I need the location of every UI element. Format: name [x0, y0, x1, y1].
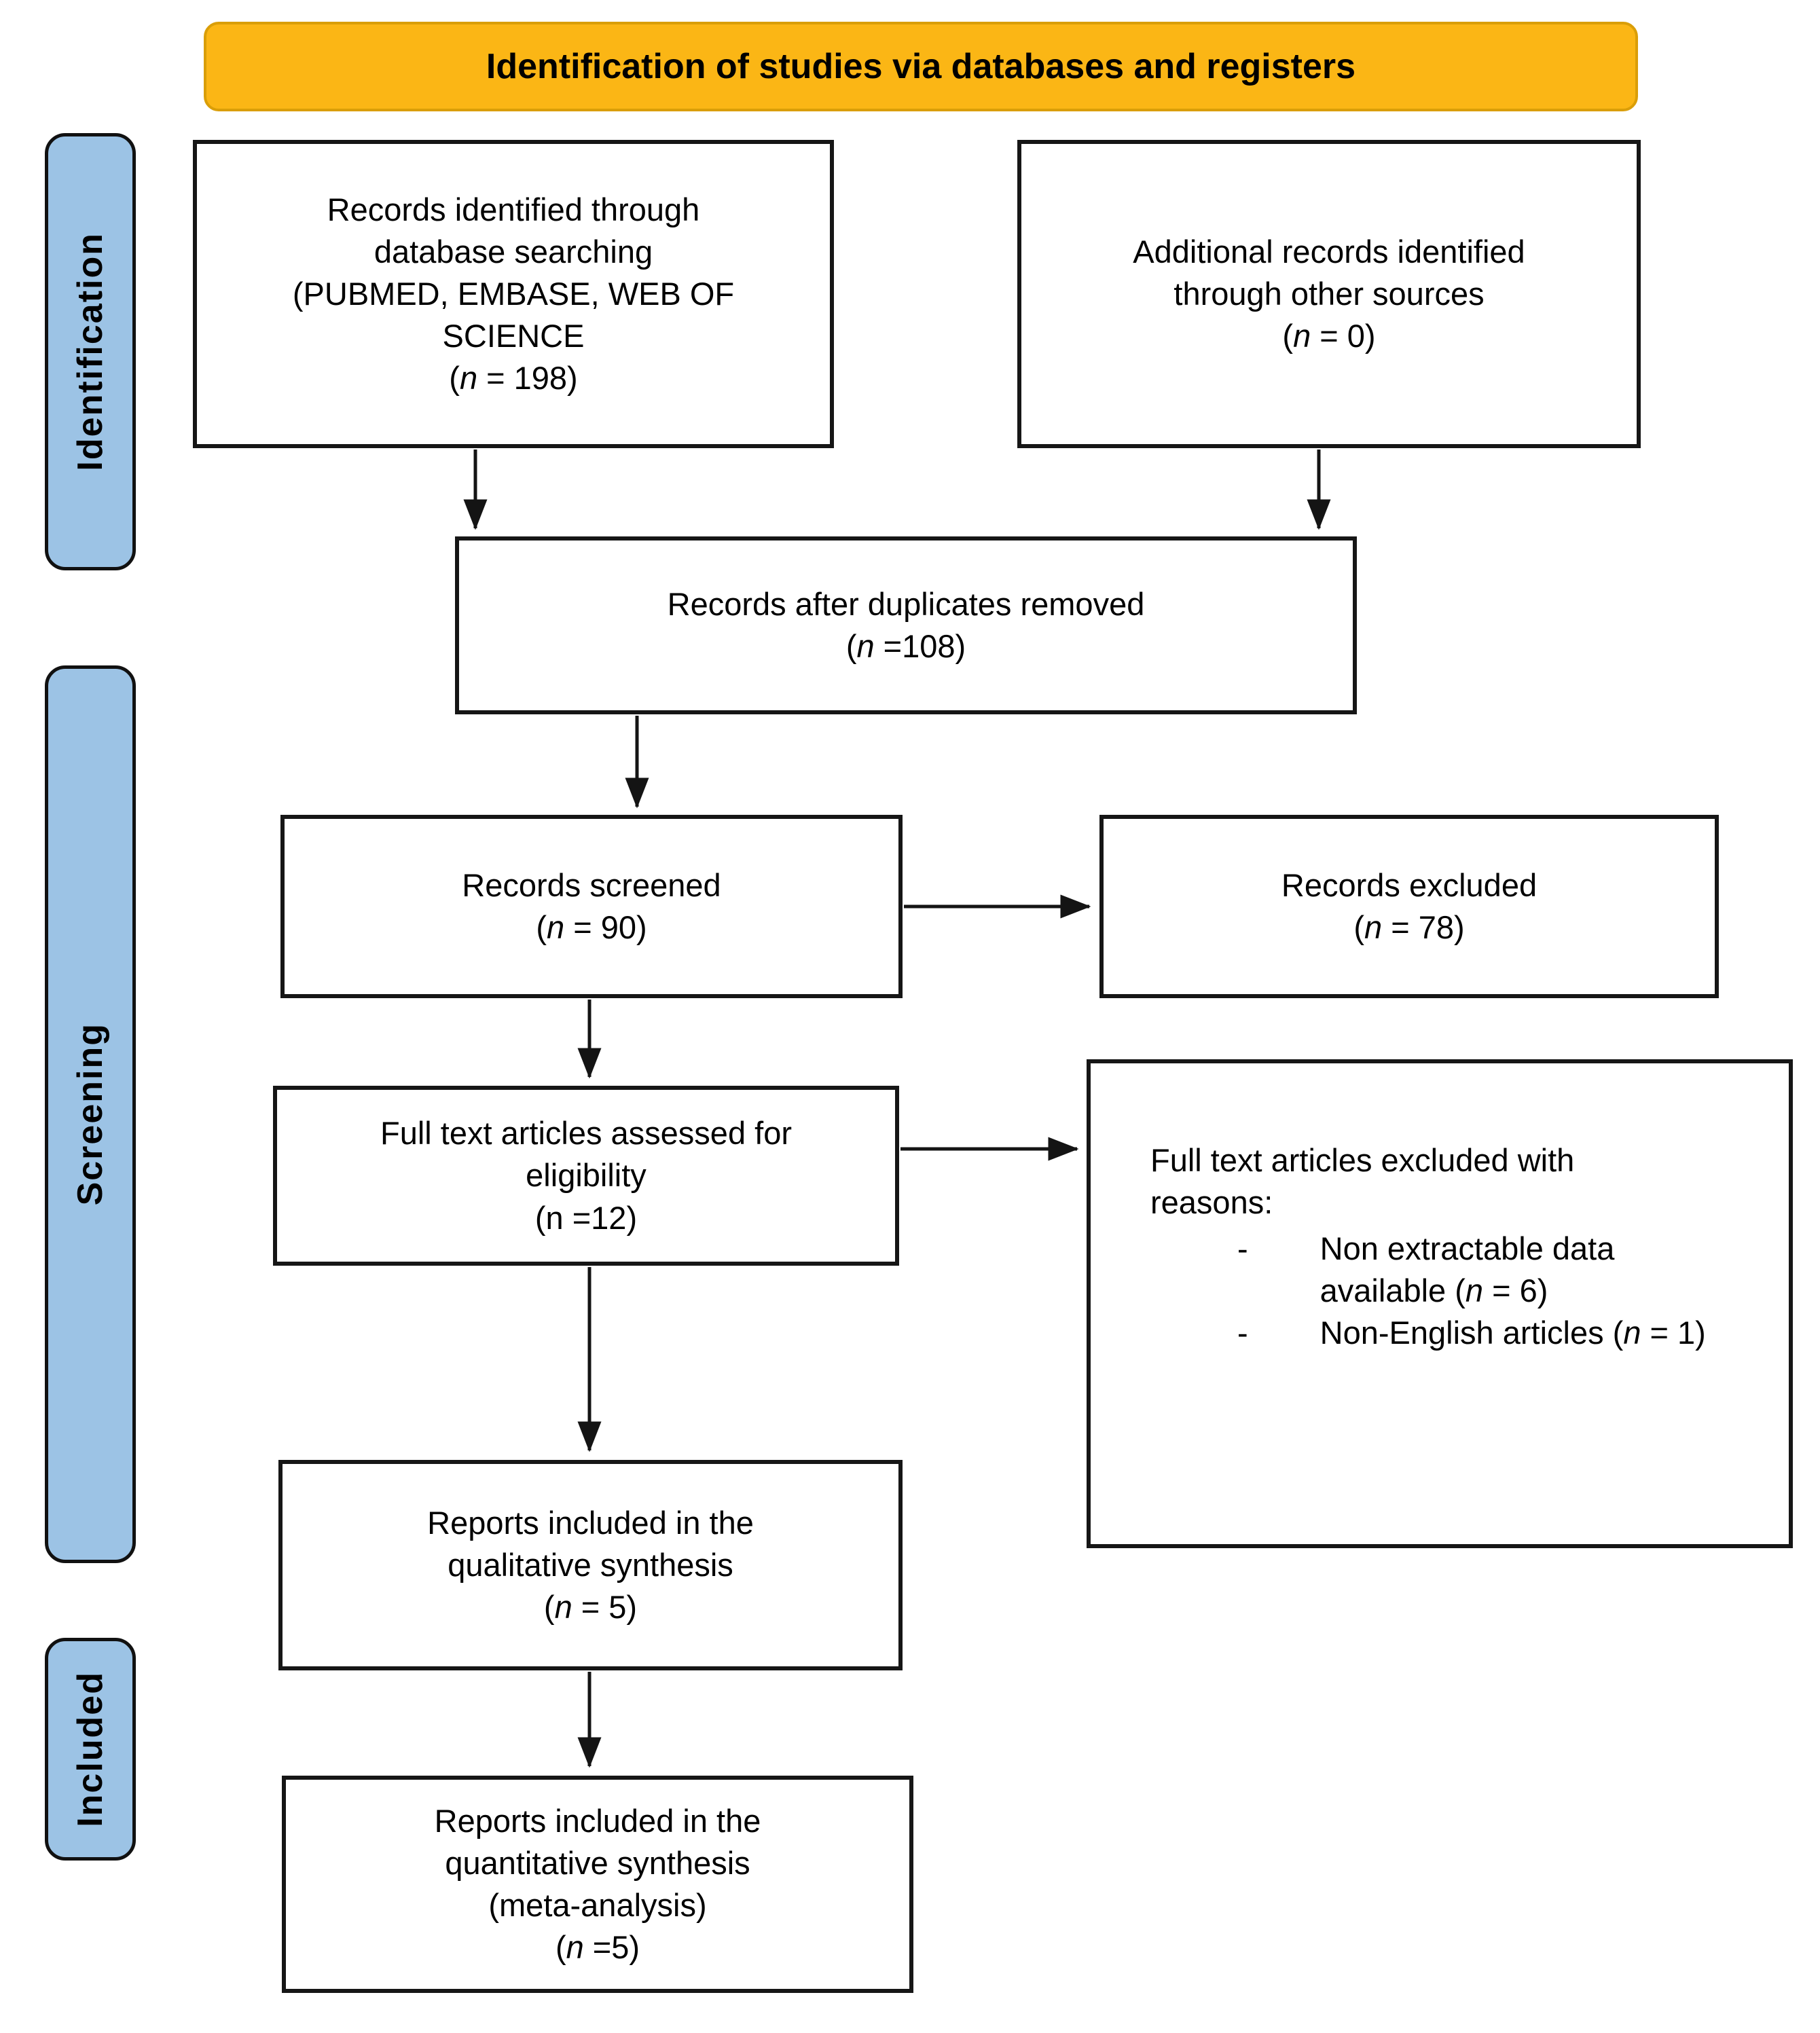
stage-label-text: Included [71, 1671, 110, 1827]
stage-label-included: Included [45, 1638, 136, 1861]
box-count: (n =12) [534, 1199, 638, 1236]
box-count: (n = 198) [449, 360, 578, 397]
box-label: Records identified through database sear… [292, 191, 735, 354]
reason-text: Non extractable data available (n = 6) [1320, 1230, 1615, 1309]
banner-title: Identification of studies via databases … [204, 22, 1638, 111]
box-records-identified: Records identified through database sear… [193, 140, 834, 448]
box-label: Records screened [462, 866, 721, 903]
box-count: (n = 0) [1282, 318, 1376, 354]
stage-label-text: Identification [71, 232, 110, 471]
box-count: (n = 90) [536, 909, 647, 945]
box-label: Additional records identified through ot… [1133, 233, 1525, 312]
box-count: (n =5) [555, 1929, 640, 1966]
excluded-reason-item: - Non-English articles (n = 1) [1150, 1312, 1706, 1354]
box-label: Records excluded [1281, 866, 1537, 903]
box-label: Records after duplicates removed [667, 585, 1145, 622]
excluded-reasons-list: - Non extractable data available (n = 6)… [1150, 1228, 1706, 1354]
box-fulltext-assessed: Full text articles assessed for eligibil… [273, 1086, 899, 1266]
stage-label-identification: Identification [45, 133, 136, 570]
stage-label-screening: Screening [45, 665, 136, 1563]
box-duplicates-removed: Records after duplicates removed (n =108… [455, 536, 1357, 714]
bullet-dash: - [1237, 1315, 1248, 1351]
box-additional-records: Additional records identified through ot… [1017, 140, 1641, 448]
box-records-excluded: Records excluded (n = 78) [1099, 815, 1719, 998]
box-quantitative-synthesis: Reports included in the quantitative syn… [282, 1776, 913, 1993]
bullet-dash: - [1237, 1230, 1248, 1267]
stage-label-text: Screening [71, 1023, 110, 1206]
box-count: (n =108) [845, 628, 966, 664]
box-label: Reports included in the quantitative syn… [434, 1802, 761, 1923]
box-label: Full text articles assessed for eligibil… [380, 1115, 792, 1194]
box-qualitative-synthesis: Reports included in the qualitative synt… [278, 1460, 903, 1670]
box-count: (n = 78) [1353, 909, 1465, 945]
box-fulltext-excluded: Full text articles excluded with reasons… [1087, 1059, 1793, 1548]
box-heading: Full text articles excluded with reasons… [1150, 1142, 1575, 1221]
reason-text: Non-English articles (n = 1) [1320, 1315, 1706, 1351]
excluded-reason-item: - Non extractable data available (n = 6) [1150, 1228, 1706, 1312]
box-label: Reports included in the qualitative synt… [427, 1504, 754, 1583]
box-records-screened: Records screened (n = 90) [280, 815, 903, 998]
box-count: (n = 5) [543, 1589, 638, 1626]
